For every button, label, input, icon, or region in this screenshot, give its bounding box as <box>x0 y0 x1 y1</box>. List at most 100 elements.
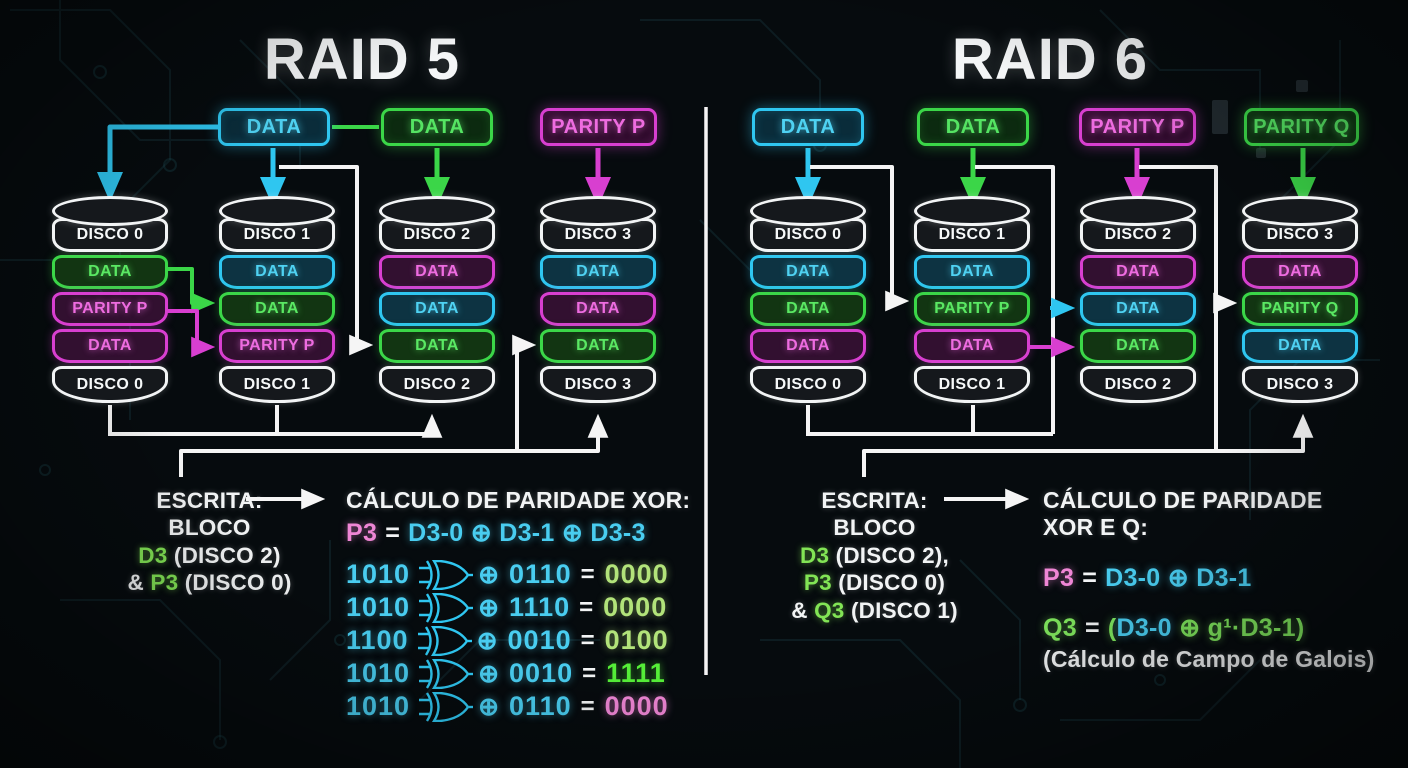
disk-segment: DATA <box>1080 329 1196 363</box>
xor-result: 0100 <box>604 625 669 655</box>
segment-label: DATA <box>255 300 299 317</box>
segment-label: DATA <box>1116 337 1160 354</box>
disk-segment: DATA <box>1242 329 1358 363</box>
raid5-box-parity-p: PARITY P <box>540 108 657 146</box>
disk-segment: DATA <box>1080 255 1196 289</box>
disk-name: DISCO 1 <box>938 375 1006 393</box>
disk-name-band: DISCO 3 <box>1242 366 1358 403</box>
segment-label: PARITY Q <box>1261 300 1339 317</box>
operand-a: 1010 <box>346 658 411 688</box>
box-label: DATA <box>945 115 1001 138</box>
raid5-disk-1: DISCO 1 DATA DATA PARITY P DISCO 1 <box>219 196 335 403</box>
xor-row: 1010 ⊕ 0110 = 0000 <box>346 690 669 723</box>
calc-title: CÁLCULO DE PARIDADE XOR: <box>346 487 691 513</box>
wire-bus2-branch-disk3 <box>512 334 537 451</box>
wire-bus2-raid5 <box>179 413 609 477</box>
note-line: P3 (DISCO 0) <box>762 569 987 596</box>
note-line: & P3 (DISCO 0) <box>82 569 337 596</box>
segment-label: DATA <box>88 263 132 280</box>
box-label: DATA <box>246 115 302 138</box>
block-id: P3 <box>803 570 832 596</box>
note-text: & <box>791 597 815 623</box>
xor-row: 1010 ⊕ 0110 = 0000 <box>346 558 669 591</box>
operand-a: 1010 <box>346 592 411 622</box>
disk-name: DISCO 3 <box>564 226 632 243</box>
note-text: BLOCO <box>833 515 916 541</box>
raid5-disk-2: DISCO 2 DATA DATA DATA DISCO 2 <box>379 196 495 403</box>
formula-eq: = <box>385 518 401 547</box>
note-line: D3 (DISCO 2), <box>762 542 987 569</box>
disk-segment: DATA <box>1242 255 1358 289</box>
raid6-box-data-0: DATA <box>752 108 864 146</box>
segment-label: DATA <box>786 263 830 280</box>
raid5-disk-3: DISCO 3 DATA DATA DATA DISCO 3 <box>540 196 656 403</box>
disk-name-band: DISCO 0 <box>52 366 168 403</box>
xor-gate-icon <box>419 559 474 590</box>
segment-label: DATA <box>255 263 299 280</box>
wire-data0-to-disk0 <box>96 124 219 203</box>
note-text: (DISCO 0) <box>178 570 292 596</box>
disk-segment: DATA <box>914 329 1030 363</box>
disk-segment: DATA <box>540 292 656 326</box>
operand-a: 1010 <box>346 691 411 721</box>
formula-lhs: Q3 <box>1043 613 1077 642</box>
xor-result: 1111 <box>606 658 666 688</box>
operand-b: 0010 <box>507 625 572 655</box>
raid6-box-parity-p: PARITY P <box>1079 108 1196 146</box>
formula-rhs: (D3-0 ⊕ g¹·D3-1) <box>1108 613 1305 643</box>
disk-segment: PARITY P <box>52 292 168 326</box>
wire-bus1-raid5 <box>108 405 432 434</box>
note-line: BLOCO <box>762 514 987 541</box>
disk-name: DISCO 1 <box>243 375 311 393</box>
operand-a: 1010 <box>346 559 411 589</box>
disk-segment: DATA <box>750 292 866 326</box>
note-text: (DISCO 1) <box>844 597 958 623</box>
raid6-disk-1: DISCO 1 DATA PARITY P DATA DISCO 1 <box>914 196 1030 403</box>
disk-name-band: DISCO 2 <box>379 366 495 403</box>
disk-top-ellipse <box>52 196 168 226</box>
note-line: ESCRITA: <box>762 487 987 514</box>
disk-name-band: DISCO 1 <box>219 366 335 403</box>
raid6-box-data-1: DATA <box>917 108 1029 146</box>
operand-b: 0110 <box>509 691 572 721</box>
formula-rhs: D3-0 ⊕ D3-1 <box>1105 564 1252 592</box>
segment-label: PARITY P <box>72 300 148 317</box>
equals-sign: = <box>580 560 596 588</box>
raid6-disk-2: DISCO 2 DATA DATA DATA DISCO 2 <box>1080 196 1196 403</box>
segment-label: DATA <box>576 263 620 280</box>
disk-segment: DATA <box>379 329 495 363</box>
xor-operator: ⊕ <box>478 560 501 589</box>
xor-gate-icon <box>417 625 472 656</box>
wire-bus1-raid6 <box>806 405 1053 436</box>
xor-row: 1010 ⊕ 1110 = 0000 <box>346 591 669 624</box>
segment-label: DATA <box>950 337 994 354</box>
wire-magenta-disk0-disk1 <box>166 309 216 358</box>
raid6-write-note: ESCRITA: BLOCO D3 (DISCO 2), P3 (DISCO 0… <box>762 487 987 624</box>
segment-label: DATA <box>88 337 132 354</box>
note-text: ESCRITA: <box>156 488 263 513</box>
box-label: PARITY Q <box>1253 115 1350 138</box>
xor-operator: ⊕ <box>478 692 501 721</box>
disk-segment: DATA <box>540 329 656 363</box>
disk-name: DISCO 3 <box>564 375 632 393</box>
raid5-write-note: ESCRITA: BLOCO D3 (DISCO 2) & P3 (DISCO … <box>82 487 337 597</box>
disk-segment: DATA <box>379 255 495 289</box>
raid6-disk-0: DISCO 0 DATA DATA DATA DISCO 0 <box>750 196 866 403</box>
raid6-box-parity-q: PARITY Q <box>1244 108 1359 146</box>
raid5-disk-0: DISCO 0 DATA PARITY P DATA DISCO 0 <box>52 196 168 403</box>
segment-label: PARITY P <box>239 337 315 354</box>
segment-label: DATA <box>576 300 620 317</box>
xor-gate-icon <box>419 592 474 623</box>
disk-segment: DATA <box>219 255 335 289</box>
disk-segment: DATA <box>1080 292 1196 326</box>
note-text: (DISCO 2), <box>829 542 949 568</box>
equals-sign: = <box>582 659 598 687</box>
segment-label: DATA <box>1116 263 1160 280</box>
disk-name: DISCO 2 <box>403 375 471 393</box>
disk-segment: PARITY P <box>219 329 335 363</box>
disk-segment: PARITY P <box>914 292 1030 326</box>
p3-formula: P3 = D3-0 ⊕ D3-1 <box>1043 563 1393 593</box>
disk-segment: DATA <box>52 255 168 289</box>
disk-top-ellipse <box>219 196 335 226</box>
